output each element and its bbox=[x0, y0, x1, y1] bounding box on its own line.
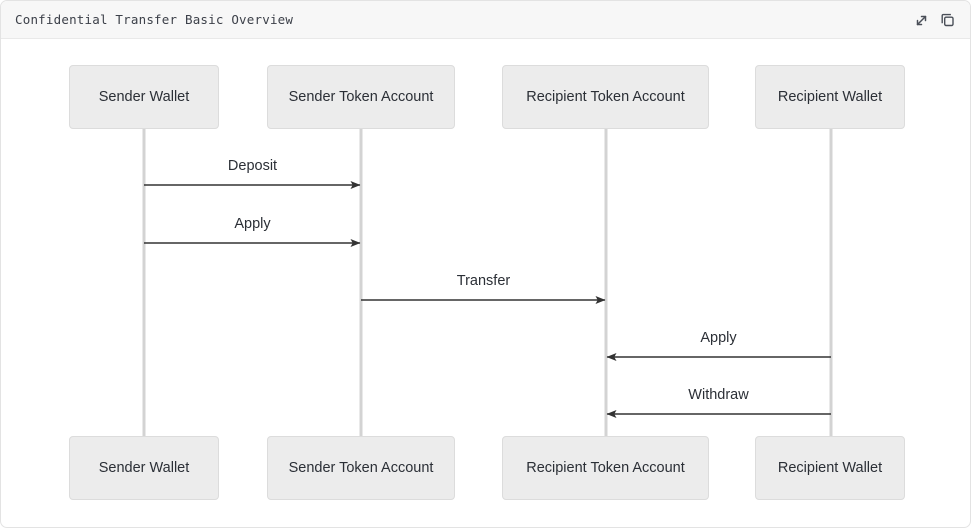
participant-top-sender_wallet[interactable]: Sender Wallet bbox=[69, 65, 219, 129]
diagram-svg-layer bbox=[142, 129, 833, 436]
participant-bottom-recipient_token[interactable]: Recipient Token Account bbox=[502, 436, 709, 500]
message-label-2: Transfer bbox=[456, 273, 511, 289]
participant-bottom-recipient_wallet[interactable]: Recipient Wallet bbox=[755, 436, 905, 500]
participant-top-recipient_wallet[interactable]: Recipient Wallet bbox=[755, 65, 905, 129]
message-label-4: Withdraw bbox=[688, 387, 749, 403]
expand-diagonal-icon[interactable] bbox=[911, 10, 932, 31]
diagram-title: Confidential Transfer Basic Overview bbox=[15, 12, 294, 27]
copy-icon[interactable] bbox=[937, 10, 958, 31]
participant-top-recipient_token[interactable]: Recipient Token Account bbox=[502, 65, 709, 129]
lifelines-group bbox=[142, 129, 833, 436]
participant-bottom-sender_token[interactable]: Sender Token Account bbox=[267, 436, 455, 500]
message-arrows-group bbox=[144, 181, 831, 418]
participant-top-sender_token[interactable]: Sender Token Account bbox=[267, 65, 455, 129]
message-label-0: Deposit bbox=[227, 158, 278, 174]
participant-bottom-sender_wallet[interactable]: Sender Wallet bbox=[69, 436, 219, 500]
diagram-header: Confidential Transfer Basic Overview bbox=[1, 1, 970, 39]
message-label-1: Apply bbox=[234, 216, 271, 232]
message-label-3: Apply bbox=[700, 330, 737, 346]
